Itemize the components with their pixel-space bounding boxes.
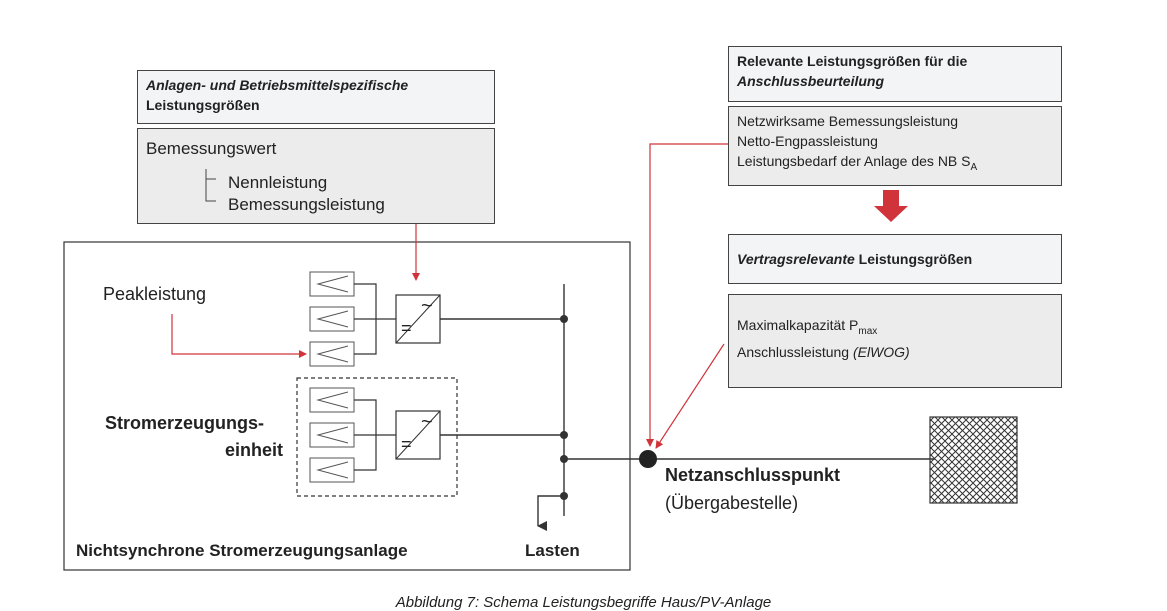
pv-module-group-upper	[309, 271, 355, 367]
bemessungswert-title: Bemessungswert	[146, 139, 277, 158]
arrow-relevant-to-connection	[646, 143, 728, 447]
handover-label: (Übergabestelle)	[665, 493, 799, 513]
leistungsbedarf-text: Leistungsbedarf der Anlage des NB S	[737, 153, 971, 169]
generation-unit-label-line1: Stromerzeugungs-	[105, 413, 265, 433]
right-header-line1: Relevante Leistungsgrößen für die	[737, 53, 968, 69]
bus-wiring	[440, 284, 935, 526]
bus-node	[560, 431, 568, 439]
pv-wiring-upper	[354, 283, 396, 355]
arrow-contract-to-connection	[655, 343, 725, 449]
anschlussleistung-text: Anschlussleistung	[737, 343, 853, 360]
anschlussleistung-label: Anschlussleistung (ElWOG)	[737, 342, 1053, 362]
inverter-upper-ac: ~	[421, 295, 433, 317]
left-header-line1: Anlagen- und Betriebsmittelspezifische	[146, 77, 409, 93]
sa-subscript: A	[970, 161, 978, 173]
bus-node	[560, 315, 568, 323]
contract-header-italic: Vertragsrelevante	[737, 251, 855, 267]
right-header-box: Relevante Leistungsgrößen für die Anschl…	[728, 46, 1062, 102]
left-header-line2: Leistungsgrößen	[146, 97, 260, 113]
inverter-upper	[395, 294, 441, 344]
pmax-subscript: max	[858, 325, 878, 337]
leistungsbedarf-label: Leistungsbedarf der Anlage des NB SA	[737, 151, 1053, 178]
figure-caption: Abbildung 7: Schema Leistungsbegriffe Ha…	[395, 594, 772, 611]
generation-unit-boundary	[296, 377, 458, 497]
bus-node	[560, 492, 568, 500]
nennleistung-label: Nennleistung	[228, 173, 328, 192]
right-header-line2: Anschlussbeurteilung	[737, 73, 885, 89]
contract-header-rest: Leistungsgrößen	[854, 251, 973, 267]
inverter-lower-dc: =	[401, 434, 412, 454]
maximalkapazitaet-text: Maximalkapazität P	[737, 317, 859, 333]
connection-point-label: Netzanschlusspunkt	[665, 465, 841, 485]
contract-header-box: Vertragsrelevante Leistungsgrößen	[728, 234, 1062, 284]
left-body-box: Bemessungswert Nennleistung Bemessungsle…	[137, 128, 495, 224]
arrow-peak-to-module	[171, 314, 307, 358]
pv-wiring-lower	[354, 399, 396, 471]
bus-node	[560, 455, 568, 463]
right-body-box: Netzwirksame Bemessungsleistung Netto-En…	[728, 106, 1062, 186]
bemessungsleistung-label: Bemessungsleistung	[228, 195, 385, 214]
grid-symbol	[929, 416, 1018, 504]
netzwirksame-label: Netzwirksame Bemessungsleistung	[737, 113, 958, 129]
tree-connector	[205, 169, 216, 202]
inverter-lower-ac: ~	[421, 411, 433, 433]
plant-boundary	[63, 241, 631, 571]
peak-label: Peakleistung	[103, 284, 207, 304]
elwog-label: (ElWOG)	[852, 343, 910, 360]
maximalkapazitaet-label: Maximalkapazität Pmax	[737, 315, 1053, 342]
left-header-box: Anlagen- und Betriebsmittelspezifische L…	[137, 70, 495, 124]
loads-label: Lasten	[525, 541, 580, 560]
inverter-upper-dc: =	[401, 318, 412, 338]
big-down-arrow	[874, 190, 908, 222]
netto-engpass-label: Netto-Engpassleistung	[737, 133, 878, 149]
generation-unit-label-line2: einheit	[225, 440, 284, 460]
connection-point	[639, 450, 657, 468]
pv-module-group-lower	[309, 387, 355, 483]
plant-label: Nichtsynchrone Stromerzeugungsanlage	[76, 541, 408, 560]
contract-body-box: Maximalkapazität Pmax Anschlussleistung …	[728, 294, 1062, 388]
